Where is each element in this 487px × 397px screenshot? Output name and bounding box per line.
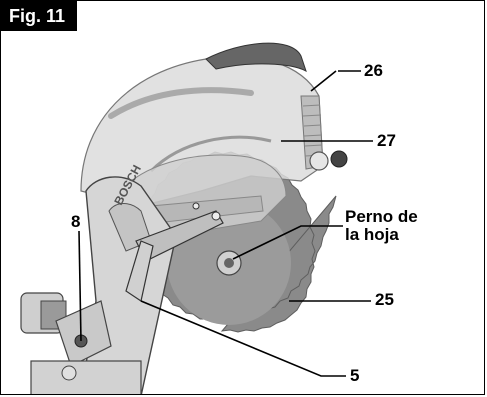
callout-25: 25 [375,290,394,309]
callout-blade-bolt: Perno de la hoja [345,208,418,244]
callout-26: 26 [364,61,383,80]
callout-blade-bolt-line2: la hoja [345,225,399,244]
saw-base [20,292,142,394]
callout-blade-bolt-line1: Perno de [345,207,418,226]
callout-27: 27 [377,131,396,150]
leader-lines [78,70,373,377]
figure-label: Fig. 11 [1,1,77,31]
callout-8: 8 [71,212,81,231]
callout-5: 5 [350,366,360,385]
linkage-bar [125,202,224,302]
